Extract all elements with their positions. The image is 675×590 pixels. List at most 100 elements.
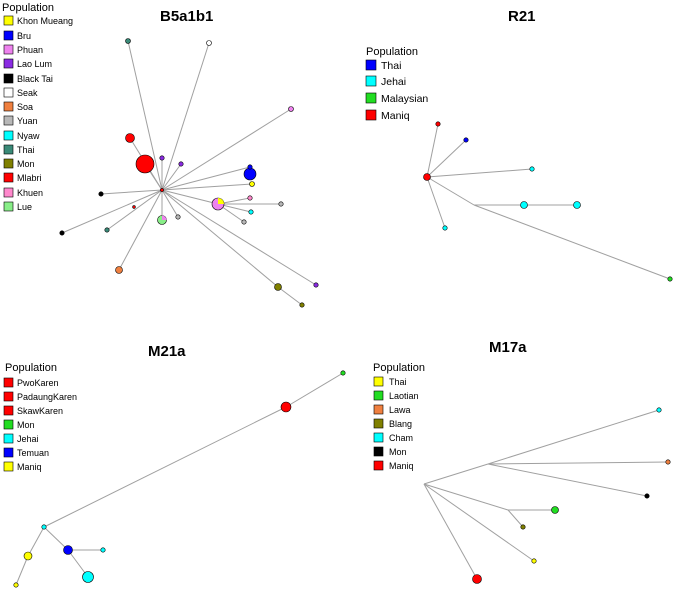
legend-label: Nyaw xyxy=(17,131,40,141)
edge xyxy=(100,189,163,195)
node-maniq xyxy=(423,173,431,181)
edge xyxy=(423,463,489,485)
edge xyxy=(487,409,660,465)
legend-swatch xyxy=(3,130,14,141)
node-maniq xyxy=(472,574,482,584)
legend-swatch xyxy=(373,460,384,471)
edge xyxy=(423,483,535,562)
node-mon xyxy=(274,283,282,291)
edge xyxy=(507,509,524,528)
legend-item: Khuen xyxy=(3,187,43,198)
edge xyxy=(127,40,163,191)
legend-swatch xyxy=(3,158,14,169)
legend-swatch xyxy=(3,433,14,444)
node-black-tai xyxy=(98,191,104,197)
edge xyxy=(426,123,439,178)
legend-label: Thai xyxy=(381,60,401,72)
legend-item: Maniq xyxy=(3,461,42,472)
legend-swatch xyxy=(373,432,384,443)
node-black-tai xyxy=(59,230,65,236)
network-nodes xyxy=(59,38,319,308)
node-nyaw xyxy=(248,209,254,215)
legend-item: Lao Lum xyxy=(3,58,52,69)
node-yuan xyxy=(241,219,247,225)
edge xyxy=(423,483,478,580)
legend-swatch xyxy=(373,418,384,429)
node-khon-mueang xyxy=(249,181,255,187)
legend-swatch xyxy=(3,201,14,212)
node-karen xyxy=(280,401,292,413)
panel-title: M17a xyxy=(489,339,527,356)
node-khuen xyxy=(247,195,253,201)
legend-swatch xyxy=(365,59,377,71)
legend-swatch xyxy=(3,447,14,458)
panel-b5a1b1: B5a1b1 Population Khon Mueang Bru Phuan … xyxy=(2,2,319,308)
edge xyxy=(161,189,279,288)
legend-item: Temuan xyxy=(3,447,49,458)
legend-item: Black Tai xyxy=(3,73,53,84)
legend: Population Thai Jehai Malaysian Maniq xyxy=(365,46,428,122)
legend-label: Lao Lum xyxy=(17,59,52,69)
node-yuan xyxy=(278,201,284,207)
node-yuan xyxy=(175,214,181,220)
legend-swatch xyxy=(365,109,377,121)
legend-swatch xyxy=(3,377,14,388)
node-thai xyxy=(531,558,537,564)
legend-item: Nyaw xyxy=(3,130,40,141)
legend-item: Jehai xyxy=(3,433,39,444)
edge xyxy=(106,189,163,231)
legend-swatch xyxy=(3,172,14,183)
legend-label: Bru xyxy=(17,31,31,41)
legend-label: Thai xyxy=(389,377,407,387)
legend-label: Maniq xyxy=(381,110,410,122)
legend-label: Seak xyxy=(17,88,38,98)
edge xyxy=(161,189,317,286)
legend-item: Malaysian xyxy=(365,92,428,105)
node-soa xyxy=(115,266,123,274)
legend-swatch xyxy=(373,390,384,401)
node-khon-mueang-slice xyxy=(218,198,224,204)
legend-label: Laotian xyxy=(389,391,419,401)
node-bru xyxy=(247,164,253,170)
legend-swatch xyxy=(3,73,14,84)
legend-title: Population xyxy=(366,46,418,58)
legend-swatch xyxy=(373,376,384,387)
legend-swatch xyxy=(3,115,14,126)
node-lao-lum xyxy=(159,155,165,161)
legend-item: Cham xyxy=(373,432,413,443)
legend-item: Lawa xyxy=(373,404,411,415)
node-thai xyxy=(463,137,469,143)
network-edges xyxy=(426,123,671,280)
legend-item: Bru xyxy=(3,30,31,41)
legend-label: Mon xyxy=(17,420,35,430)
legend-swatch xyxy=(3,101,14,112)
legend: Population Khon Mueang Bru Phuan Lao Lum… xyxy=(2,2,73,212)
node-jehai xyxy=(442,225,448,231)
legend-item: Soa xyxy=(3,101,33,112)
legend-item: PadaungKaren xyxy=(3,391,77,402)
legend-swatch xyxy=(365,92,377,104)
edge xyxy=(426,168,533,178)
legend-item: Laotian xyxy=(373,390,419,401)
edge xyxy=(161,189,219,205)
edge xyxy=(61,189,163,234)
edge xyxy=(161,166,251,191)
node-maniq xyxy=(13,582,19,588)
legend-label: Phuan xyxy=(17,45,43,55)
legend-label: Jehai xyxy=(381,76,406,88)
legend-swatch xyxy=(373,404,384,415)
edge xyxy=(277,286,303,306)
network-edges xyxy=(61,40,317,306)
legend-swatch xyxy=(3,30,14,41)
legend-swatch xyxy=(3,144,14,155)
legend-label: Blang xyxy=(389,419,412,429)
legend: Population PwoKaren PadaungKaren SkawKar… xyxy=(3,362,77,472)
legend-swatch xyxy=(3,87,14,98)
legend-item: Blang xyxy=(373,418,412,429)
legend-swatch xyxy=(3,15,14,26)
node-mon xyxy=(299,302,305,308)
node-lao-lum xyxy=(313,282,319,288)
edge xyxy=(426,176,475,206)
node-center xyxy=(160,188,164,192)
